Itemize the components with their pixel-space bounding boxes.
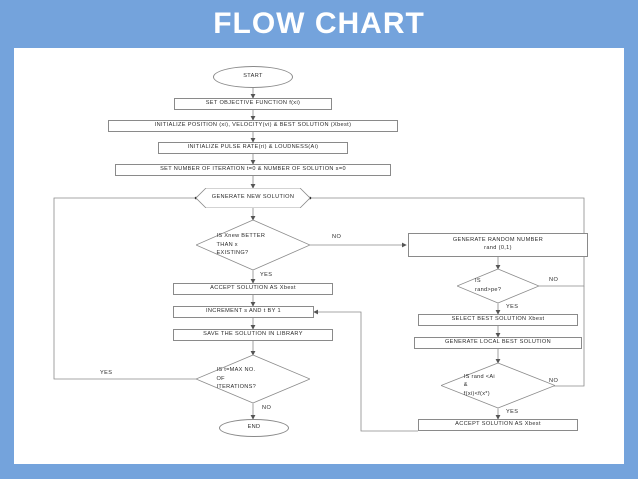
diamond-shape xyxy=(441,363,555,408)
node-accept-solution-right-label: ACCEPT SOLUTION AS Xbest xyxy=(455,421,541,428)
edge-label-no-rand-a: NO xyxy=(549,378,559,384)
node-decision-max-iterations-line3: ITERATIONS? xyxy=(216,384,257,391)
node-generate-random-number[interactable]: GENERATE RANDOM NUMBER rand (0,1) xyxy=(408,233,588,257)
node-end-label: END xyxy=(247,424,261,431)
node-initialize-pulse-rate[interactable]: INITIALIZE PULSE RATE(ri) & LOUDNESS(Ai) xyxy=(158,142,348,154)
node-decision-rand-gt-pe-line2: rand>pe? xyxy=(475,287,502,293)
node-increment-s-and-t[interactable]: INCREMENT s AND t BY 1 xyxy=(173,306,314,318)
node-generate-random-number-line1: GENERATE RANDOM NUMBER xyxy=(452,237,544,244)
node-set-objective-function[interactable]: SET OBJECTIVE FUNCTION f(xi) xyxy=(174,98,332,110)
node-decision-is-xnew-better-line2: THAN x xyxy=(216,241,238,248)
hexagon-shape xyxy=(196,188,310,208)
diamond-shape xyxy=(196,220,310,270)
node-select-best-solution-label: SELECT BEST SOLUTION Xbest xyxy=(451,316,545,323)
node-generate-new-solution[interactable]: GENERATE NEW SOLUTION xyxy=(196,188,310,208)
edge-label-yes-randpe: YES xyxy=(506,304,519,310)
node-save-solution-library[interactable]: SAVE THE SOLUTION IN LIBRARY xyxy=(173,329,333,341)
edge-label-no-maxiter: NO xyxy=(262,405,272,411)
node-decision-max-iterations[interactable]: IS t=MAX NO. OF ITERATIONS? xyxy=(196,355,310,403)
node-save-solution-library-label: SAVE THE SOLUTION IN LIBRARY xyxy=(203,331,303,338)
diamond-shape xyxy=(457,269,539,303)
node-initialize-pulse-rate-label: INITIALIZE PULSE RATE(ri) & LOUDNESS(Ai) xyxy=(187,144,319,151)
node-generate-local-best-solution-label: GENERATE LOCAL BEST SOLUTION xyxy=(444,339,552,346)
edge-label-yes-better: YES xyxy=(260,272,273,278)
diamond-shape xyxy=(196,355,310,403)
node-decision-rand-lt-loudness-line2: & xyxy=(463,382,468,389)
node-generate-local-best-solution[interactable]: GENERATE LOCAL BEST SOLUTION xyxy=(414,337,582,349)
node-initialize-position[interactable]: INITIALIZE POSITION (xi), VELOCITY(vi) &… xyxy=(108,120,398,132)
node-decision-is-xnew-better[interactable]: IS Xnew BETTER THAN x EXISTING? xyxy=(196,220,310,270)
node-accept-solution-left-label: ACCEPT SOLUTION AS Xbest xyxy=(210,285,296,292)
node-set-number-of-iteration-label: SET NUMBER OF ITERATION t=0 & NUMBER OF … xyxy=(160,166,346,173)
node-start[interactable]: START xyxy=(213,66,293,88)
node-set-objective-function-label: SET OBJECTIVE FUNCTION f(xi) xyxy=(205,100,301,107)
node-generate-random-number-line2: rand (0,1) xyxy=(484,245,512,251)
node-decision-is-xnew-better-line3: EXISTING? xyxy=(216,250,249,257)
node-decision-max-iterations-line2: OF xyxy=(216,375,225,382)
node-select-best-solution[interactable]: SELECT BEST SOLUTION Xbest xyxy=(418,314,578,326)
node-generate-new-solution-label: GENERATE NEW SOLUTION xyxy=(211,194,295,201)
node-decision-max-iterations-line1: IS t=MAX NO. xyxy=(216,366,256,373)
node-decision-rand-gt-pe-line1: IS xyxy=(475,278,481,285)
node-accept-solution-left[interactable]: ACCEPT SOLUTION AS Xbest xyxy=(173,283,333,295)
node-decision-rand-gt-pe[interactable]: IS rand>pe? xyxy=(457,269,539,303)
node-increment-s-and-t-label: INCREMENT s AND t BY 1 xyxy=(206,308,281,315)
page-title: FLOW CHART xyxy=(213,7,425,40)
node-start-label: START xyxy=(243,73,263,80)
edge-label-no-randpe: NO xyxy=(549,277,559,283)
flowchart-canvas: START SET OBJECTIVE FUNCTION f(xi) INITI… xyxy=(14,48,624,464)
node-decision-rand-lt-loudness-line1: IS rand <Ai xyxy=(463,373,495,380)
edge-label-yes-maxiter: YES xyxy=(100,370,113,376)
node-decision-is-xnew-better-line1: IS Xnew BETTER xyxy=(216,232,266,239)
node-end[interactable]: END xyxy=(219,419,289,437)
node-initialize-position-label: INITIALIZE POSITION (xi), VELOCITY(vi) &… xyxy=(154,122,352,129)
edge-label-yes-rand-a: YES xyxy=(506,409,519,415)
node-decision-rand-lt-loudness-line3: f(xi)<f(x*) xyxy=(463,390,490,397)
node-decision-rand-lt-loudness[interactable]: IS rand <Ai & f(xi)<f(x*) xyxy=(441,363,555,408)
node-set-number-of-iteration[interactable]: SET NUMBER OF ITERATION t=0 & NUMBER OF … xyxy=(115,164,391,176)
node-accept-solution-right[interactable]: ACCEPT SOLUTION AS Xbest xyxy=(418,419,578,431)
edge-label-no-better: NO xyxy=(332,234,342,240)
